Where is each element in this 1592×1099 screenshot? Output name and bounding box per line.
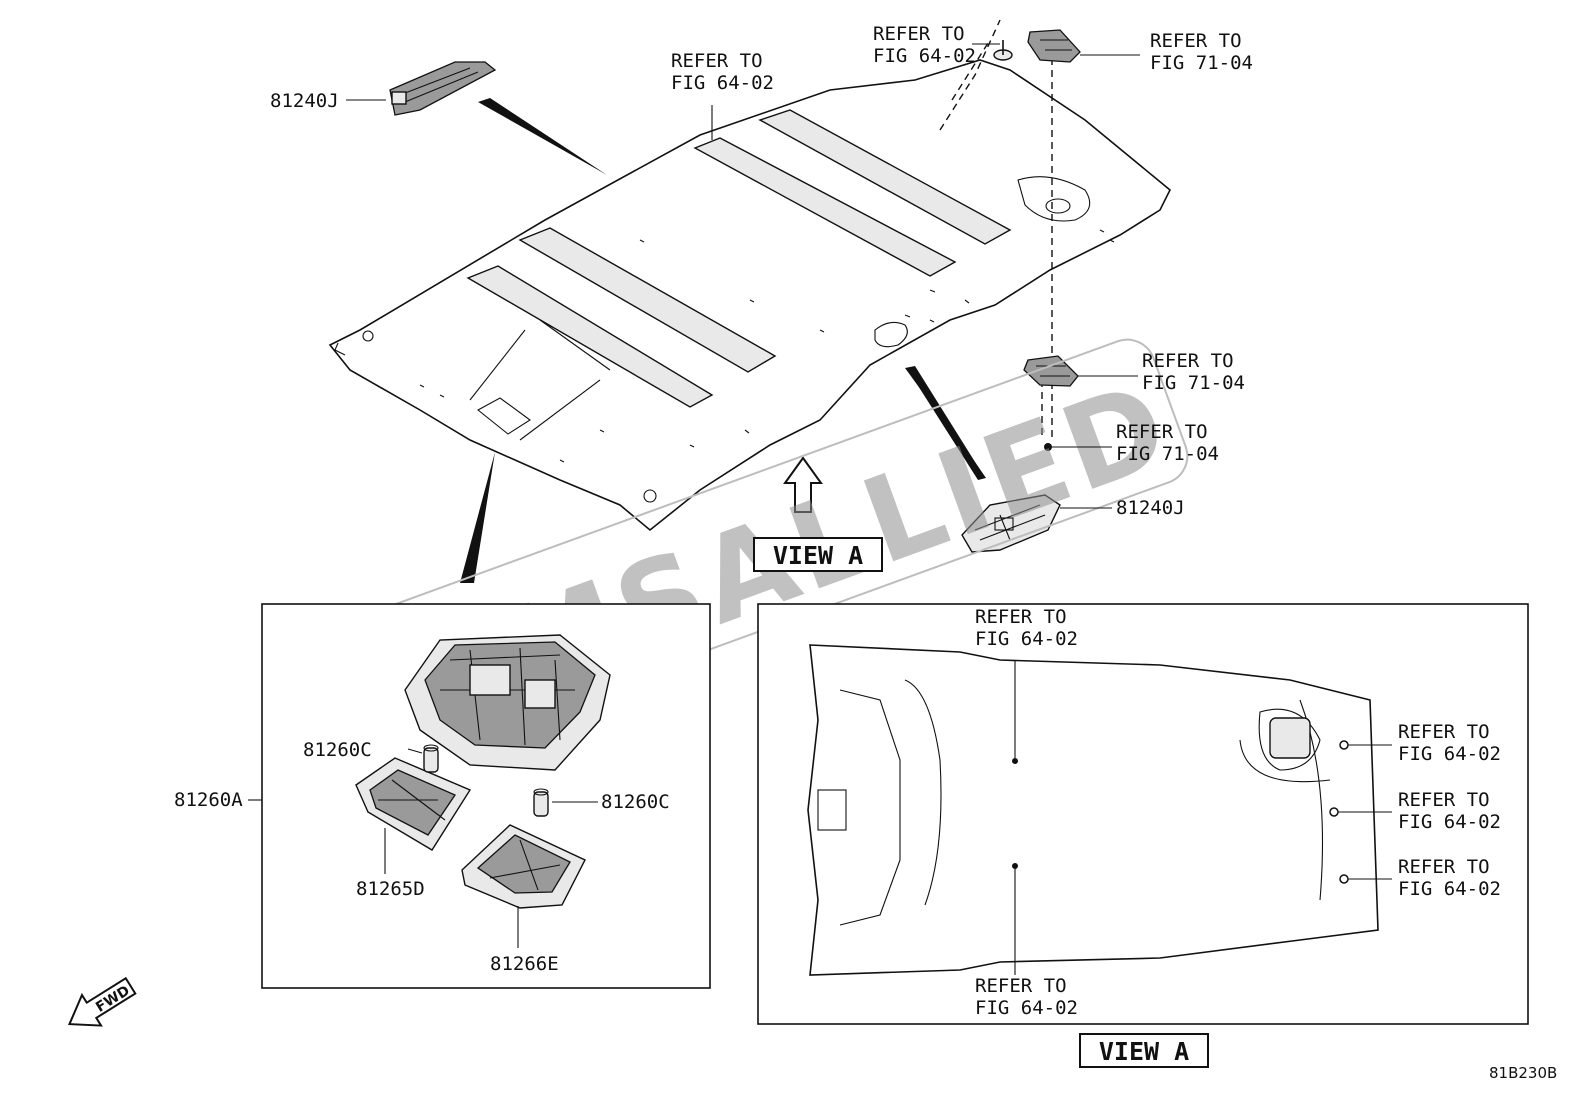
label-fig-top-center: FIG 64-02 (671, 72, 774, 94)
label-refer-mid-clip: REFER TO (1116, 421, 1208, 443)
label-81260c-lower: 81260C (601, 791, 670, 813)
fwd-arrow-icon: FWD (67, 976, 137, 1027)
clip-view-a-r2[interactable] (1329, 807, 1339, 817)
label-81240j-right: 81240J (1116, 497, 1185, 519)
part-81266e-lens[interactable] (461, 824, 586, 909)
bulb-81260c-upper[interactable] (423, 744, 439, 773)
view-a-panel (757, 603, 1529, 1025)
diagram-code: 81B230B (1489, 1064, 1557, 1082)
label-81260a: 81260A (174, 789, 243, 811)
label-81240j-top: 81240J (270, 90, 339, 112)
bulb-81260c-lower[interactable] (533, 788, 549, 817)
room-lamp-top-right[interactable] (1027, 29, 1081, 63)
label-81265d: 81265D (356, 878, 425, 900)
label-fig-view-a-top: FIG 64-02 (975, 628, 1078, 650)
headliner-main (328, 19, 1172, 532)
label-refer-view-a-bottom: REFER TO (975, 975, 1067, 997)
part-81240j-right[interactable] (961, 494, 1061, 553)
label-fig-view-a-r1: FIG 64-02 (1398, 743, 1501, 765)
part-81240j-top[interactable] (389, 61, 497, 116)
clip-view-a-r1[interactable] (1339, 740, 1349, 750)
label-fig-mid-clip: FIG 71-04 (1116, 443, 1219, 465)
view-a-arrow (783, 456, 823, 513)
svg-text:VIEW A: VIEW A (773, 541, 863, 570)
label-fig-top-clip: FIG 64-02 (873, 45, 976, 67)
clip-view-a-bottom[interactable] (1012, 863, 1018, 869)
clip-view-a-r3[interactable] (1339, 874, 1349, 884)
clip-mid-right[interactable] (1044, 443, 1052, 451)
label-refer-view-a-r2: REFER TO (1398, 789, 1490, 811)
label-refer-view-a-r3: REFER TO (1398, 856, 1490, 878)
view-a-label-box-top: VIEW A (753, 537, 883, 572)
label-refer-view-a-top: REFER TO (975, 606, 1067, 628)
labels: 81240J REFER TO FIG 64-02 REFER TO FIG 6… (174, 23, 1501, 1019)
room-lamp-mid-right[interactable] (1023, 355, 1079, 387)
leader-wedges (460, 98, 986, 583)
label-81260c-upper: 81260C (303, 739, 372, 761)
label-refer-top-lamp: REFER TO (1150, 30, 1242, 52)
clip-view-a-top[interactable] (1012, 758, 1018, 764)
label-fig-view-a-r3: FIG 64-02 (1398, 878, 1501, 900)
label-refer-mid-lamp: REFER TO (1142, 350, 1234, 372)
part-81265d-lens[interactable] (355, 757, 472, 851)
label-fig-mid-lamp: FIG 71-04 (1142, 372, 1245, 394)
part-81260a-lamp[interactable] (404, 634, 611, 771)
label-81266e: 81266E (490, 953, 559, 975)
view-a-label-box-bottom: VIEW A (1079, 1033, 1209, 1068)
clip-top[interactable] (993, 40, 1013, 61)
label-refer-view-a-r1: REFER TO (1398, 721, 1490, 743)
label-refer-top-clip: REFER TO (873, 23, 965, 45)
label-fig-view-a-bottom: FIG 64-02 (975, 997, 1078, 1019)
label-fig-top-lamp: FIG 71-04 (1150, 52, 1253, 74)
label-fig-view-a-r2: FIG 64-02 (1398, 811, 1501, 833)
svg-text:VIEW A: VIEW A (1099, 1037, 1189, 1066)
label-refer-top-center: REFER TO (671, 50, 763, 72)
view-a-headliner (807, 644, 1379, 976)
